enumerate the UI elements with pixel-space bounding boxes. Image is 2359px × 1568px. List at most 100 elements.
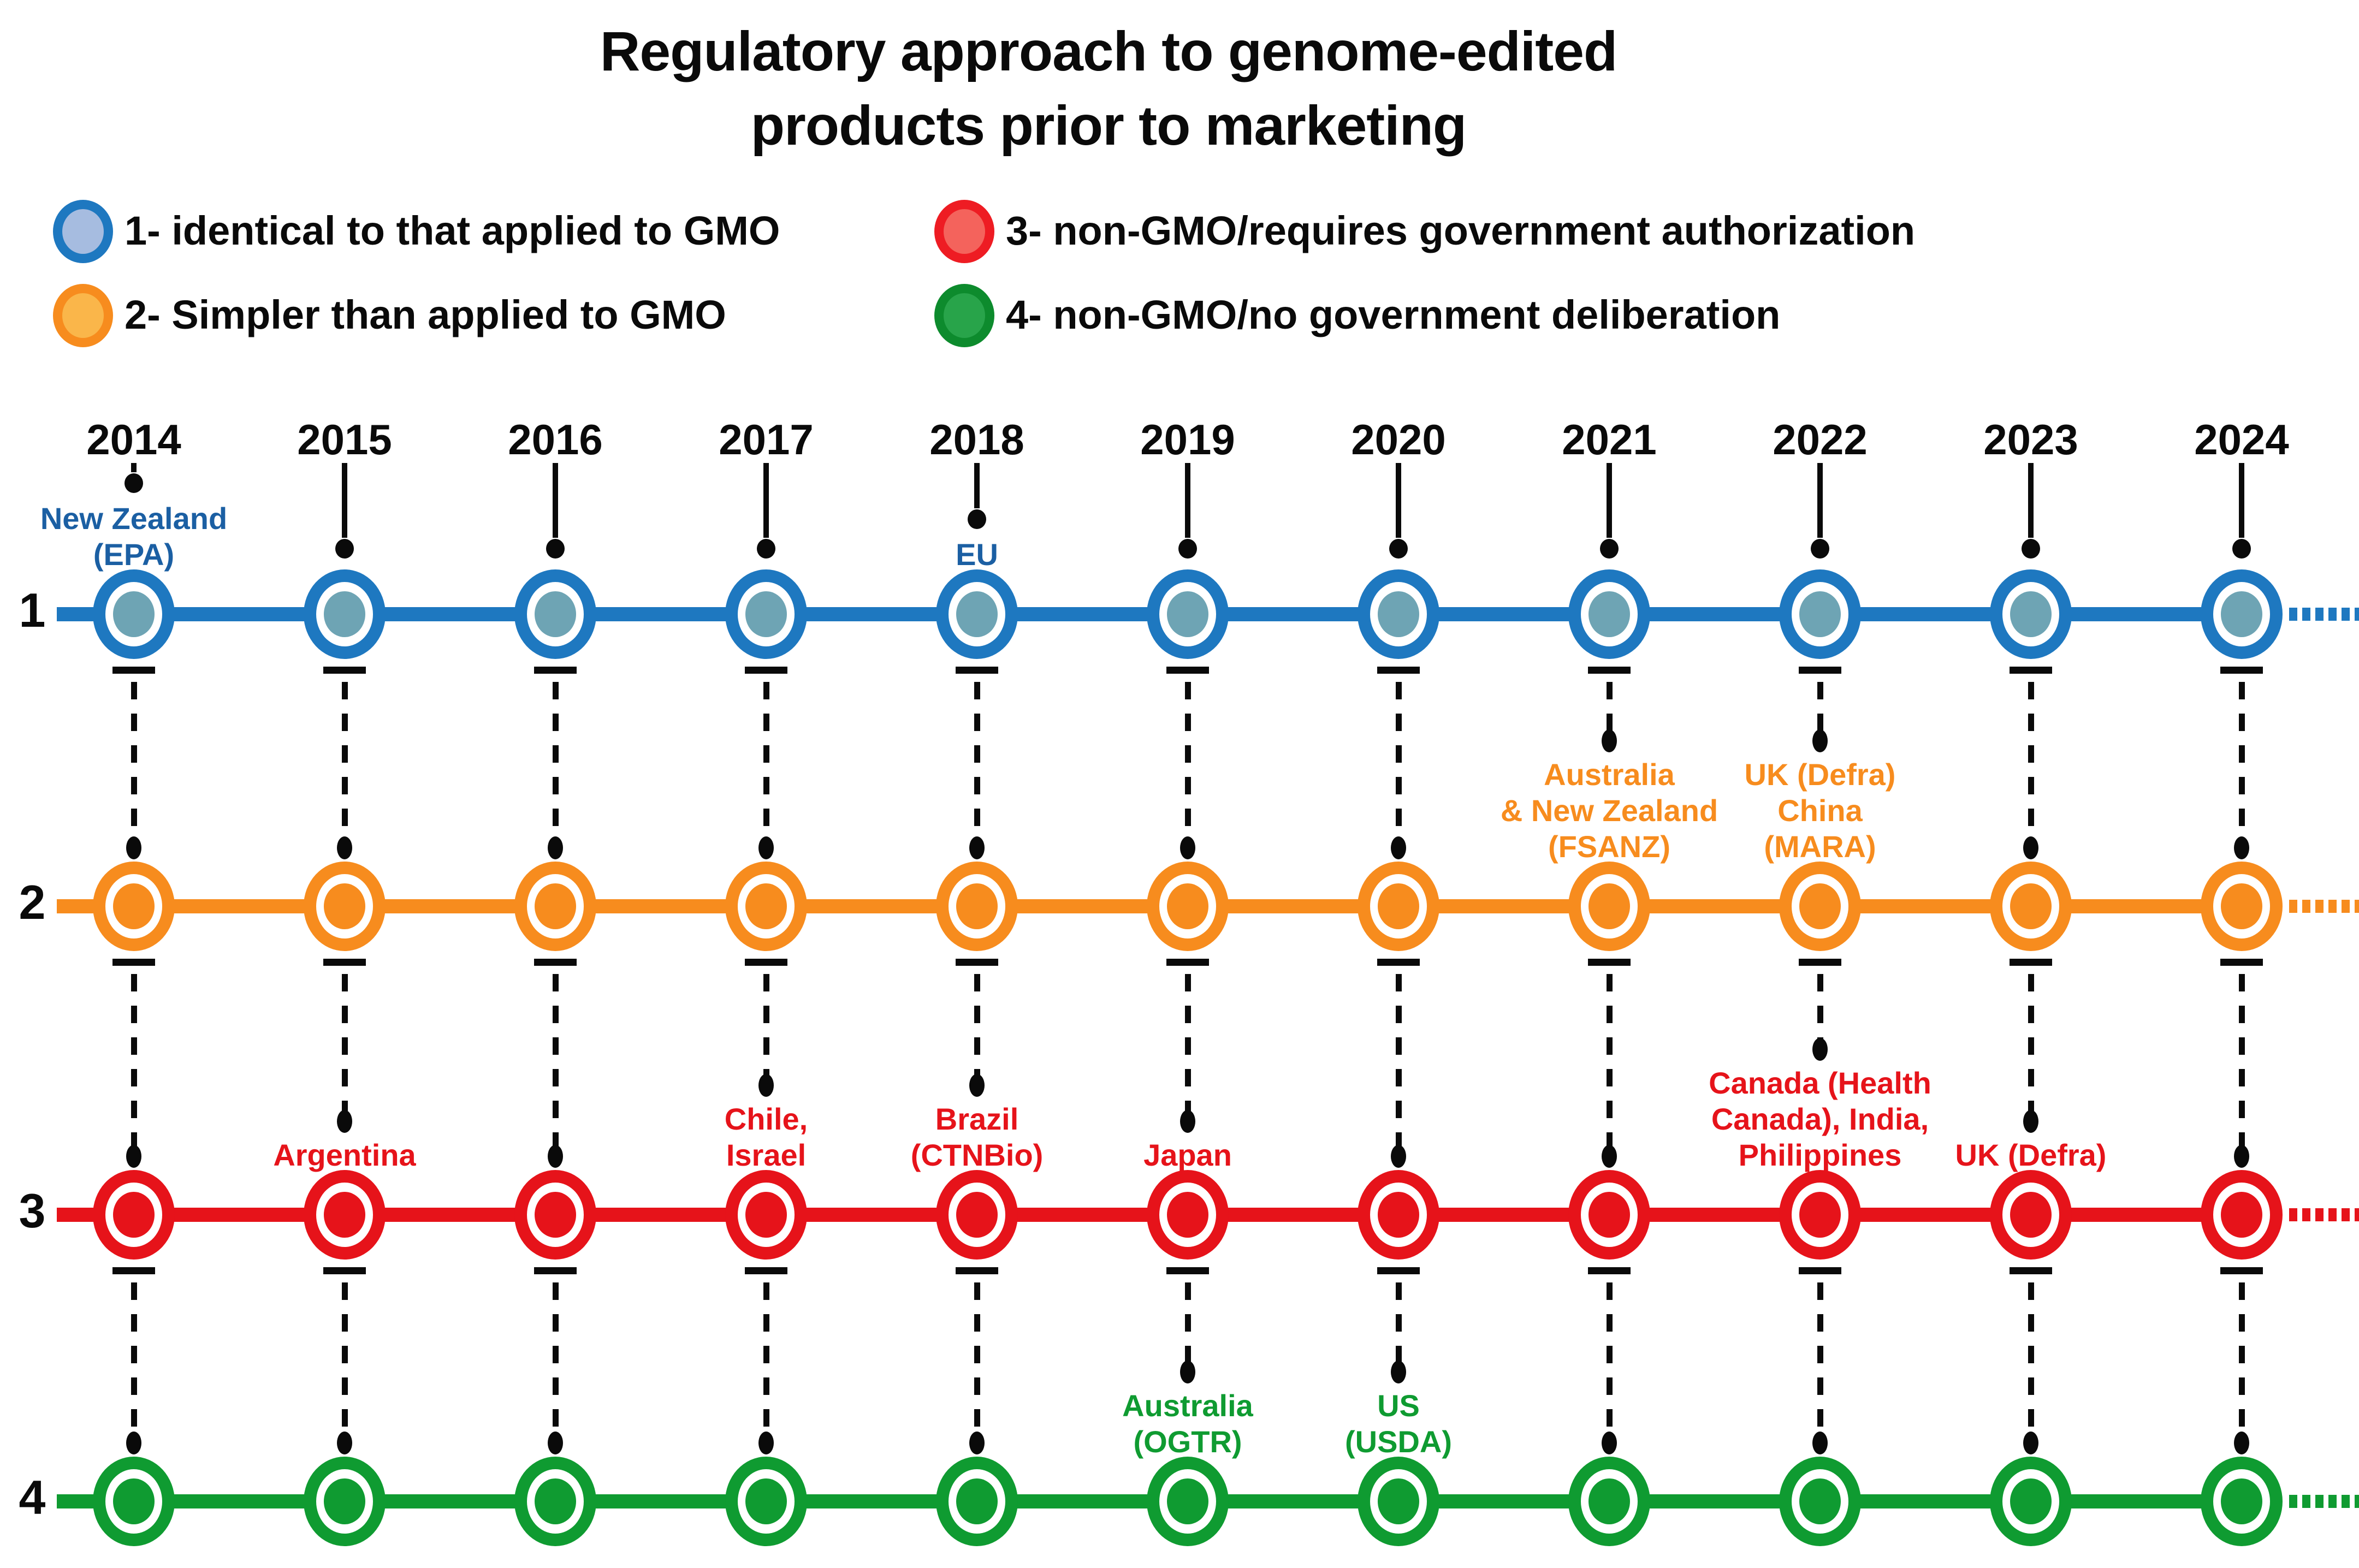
annotation-line: UK (Defra) xyxy=(1744,757,1896,792)
connector-dot xyxy=(968,509,986,529)
timeline-marker-core xyxy=(1167,883,1208,929)
dashed-connector xyxy=(974,682,980,838)
annotation-country-label: New Zealand(EPA) xyxy=(0,501,341,573)
dashed-connector xyxy=(342,974,348,1111)
dashed-connector xyxy=(553,974,559,1146)
connector-teardrop-dot xyxy=(1180,1110,1195,1133)
timeline-marker-core xyxy=(324,1192,365,1238)
annotation-country-label: Argentina xyxy=(137,1137,552,1173)
dashed-connector xyxy=(1607,682,1613,730)
dashed-connector xyxy=(1185,1282,1191,1362)
marker-tick xyxy=(1377,1267,1420,1274)
year-label: 2022 xyxy=(1773,415,1868,464)
timeline-marker-core xyxy=(1378,1478,1419,1524)
dashed-connector xyxy=(342,682,348,838)
year-label: 2024 xyxy=(2194,415,2289,464)
annotation-line: (FSANZ) xyxy=(1548,829,1670,864)
timeline-dotted-continuation-4 xyxy=(2289,1495,2359,1508)
connector-teardrop-dot xyxy=(337,1110,352,1133)
marker-tick xyxy=(534,667,577,674)
marker-tick xyxy=(1377,667,1420,674)
year-connector-line xyxy=(1185,463,1190,538)
connector-teardrop-dot xyxy=(758,1432,774,1454)
year-label: 2016 xyxy=(508,415,603,464)
connector-teardrop-dot xyxy=(969,1432,985,1454)
marker-tick xyxy=(1588,1267,1631,1274)
timeline-marker-core xyxy=(1589,1478,1630,1524)
row-number-1: 1 xyxy=(19,583,46,637)
timeline-marker-core xyxy=(113,591,155,637)
dashed-connector xyxy=(1817,682,1823,730)
year-label: 2017 xyxy=(719,415,814,464)
timeline-marker-core xyxy=(113,883,155,929)
year-label: 2020 xyxy=(1351,415,1446,464)
year-connector-line xyxy=(131,463,137,472)
timeline-marker-core xyxy=(1167,1192,1208,1238)
connector-teardrop-dot xyxy=(337,1432,352,1454)
year-label: 2019 xyxy=(1140,415,1235,464)
timeline-marker-core xyxy=(324,883,365,929)
marker-tick xyxy=(1799,667,1841,674)
timeline-marker-core xyxy=(1799,1478,1841,1524)
timeline-marker-core xyxy=(1799,883,1841,929)
year-label: 2021 xyxy=(1562,415,1657,464)
marker-tick xyxy=(323,1267,366,1274)
diagram-title-line2: products prior to marketing xyxy=(750,94,1467,157)
legend-label-1: 1- identical to that applied to GMO xyxy=(125,208,780,253)
annotation-line: Brazil xyxy=(935,1102,1019,1136)
marker-tick xyxy=(112,667,155,674)
annotation-line: (EPA) xyxy=(93,537,175,572)
legend-label-4: 4- non-GMO/no government deliberation xyxy=(1006,292,1781,337)
dashed-connector xyxy=(131,682,137,838)
year-label: 2014 xyxy=(86,415,181,464)
dashed-connector xyxy=(131,974,137,1146)
legend-swatch-1-icon xyxy=(53,200,113,263)
dashed-connector xyxy=(1607,1282,1613,1433)
connector-teardrop-dot xyxy=(1812,729,1828,752)
marker-tick xyxy=(534,959,577,966)
timeline-marker-core xyxy=(535,1192,576,1238)
connector-teardrop-dot xyxy=(758,1074,774,1097)
connector-dot xyxy=(546,539,565,559)
connector-teardrop-dot xyxy=(1180,1361,1195,1383)
marker-tick xyxy=(1166,1267,1209,1274)
row-number-4: 4 xyxy=(19,1470,46,1524)
connector-teardrop-dot xyxy=(1180,836,1195,859)
legend-label-3: 3- non-GMO/requires government authoriza… xyxy=(1006,208,1916,253)
timeline-marker-core xyxy=(745,1192,787,1238)
timeline-marker-core xyxy=(956,591,998,637)
annotation-line: New Zealand xyxy=(40,501,228,536)
marker-tick xyxy=(1588,959,1631,966)
year-connector-line xyxy=(342,463,347,538)
timeline-marker-core xyxy=(2010,1192,2052,1238)
connector-teardrop-dot xyxy=(2023,1110,2038,1133)
marker-tick xyxy=(323,959,366,966)
connector-teardrop-dot xyxy=(758,836,774,859)
marker-tick xyxy=(323,667,366,674)
dashed-connector xyxy=(1817,1282,1823,1433)
dashed-connector xyxy=(1396,1282,1402,1362)
marker-tick xyxy=(2010,1267,2052,1274)
timeline-marker-core xyxy=(1589,591,1630,637)
marker-tick xyxy=(2010,959,2052,966)
connector-dot xyxy=(1811,539,1829,559)
dashed-connector xyxy=(1185,974,1191,1111)
marker-tick xyxy=(112,959,155,966)
annotation-line: Japan xyxy=(1143,1138,1232,1172)
year-label: 2018 xyxy=(929,415,1024,464)
timeline-marker-core xyxy=(324,591,365,637)
timeline-marker-core xyxy=(535,1478,576,1524)
marker-tick xyxy=(2220,667,2263,674)
timeline-marker-core xyxy=(113,1192,155,1238)
timeline-marker-core xyxy=(1378,883,1419,929)
marker-tick xyxy=(956,1267,998,1274)
connector-teardrop-dot xyxy=(548,836,563,859)
dashed-connector xyxy=(2028,682,2034,838)
legend-label-2: 2- Simpler than applied to GMO xyxy=(125,292,726,337)
timeline-marker-core xyxy=(1799,591,1841,637)
timeline-marker-core xyxy=(535,591,576,637)
dashed-connector xyxy=(1817,974,1823,1039)
connector-teardrop-dot xyxy=(2023,1432,2038,1454)
diagram-title: Regulatory approach to genome-edited pro… xyxy=(0,14,2217,163)
